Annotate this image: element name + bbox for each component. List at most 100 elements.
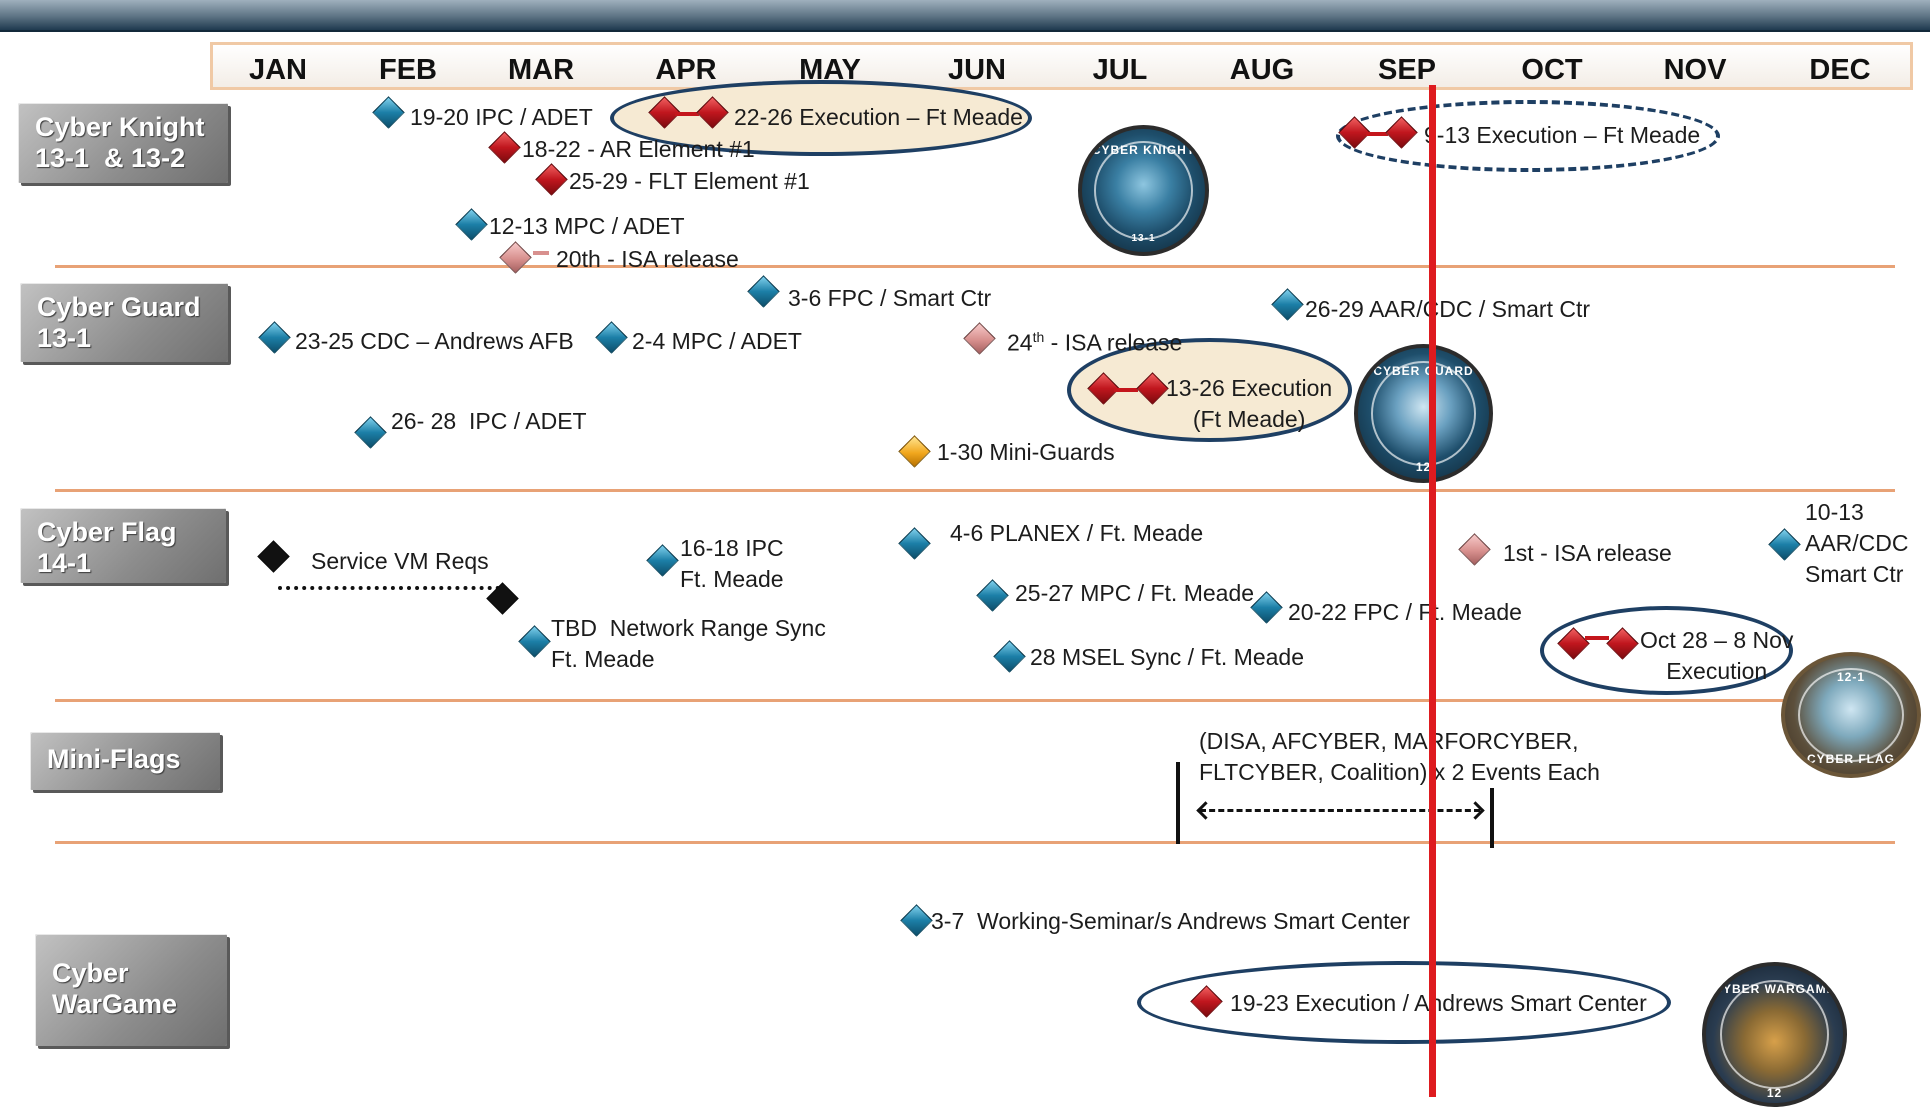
execution-ellipse-dashed: [1336, 100, 1720, 172]
milestone-diamond: [898, 527, 931, 560]
dash-connector: [533, 251, 549, 255]
top-banner: [0, 0, 1930, 32]
milestone-link: [1585, 636, 1609, 640]
milestone-link: [1114, 388, 1138, 392]
month-sep: SEP: [1377, 54, 1437, 86]
milestone-diamond: [1271, 288, 1304, 321]
event-label: 20th - ISA release: [556, 246, 739, 272]
execution-ellipse: [1540, 606, 1793, 695]
row-label-cyber-guard: Cyber Guard 13-1: [20, 283, 228, 362]
row-separator: [55, 841, 1895, 844]
row-separator: [55, 699, 1895, 702]
range-arrow: [1200, 809, 1480, 812]
milestone-diamond: [976, 579, 1009, 612]
milestone-diamond: [257, 540, 290, 573]
milestone-diamond: [900, 904, 933, 937]
dotted-connector: [278, 586, 500, 590]
event-label: 25-27 MPC / Ft. Meade: [1015, 580, 1255, 606]
milestone-diamond: [499, 241, 532, 274]
event-label: 24th - ISA release: [1007, 322, 1182, 359]
event-label: 19-20 IPC / ADET: [410, 104, 593, 130]
event-label: 16-18 IPC Ft. Meade: [680, 535, 784, 592]
month-jan: JAN: [248, 54, 307, 86]
milestone-diamond: [372, 96, 405, 129]
milestone-diamond: [993, 640, 1026, 673]
month-aug: AUG: [1229, 54, 1295, 86]
cyber-wargame-seal-icon: CYBER WARGAME 12: [1702, 962, 1847, 1107]
execution-ellipse: [610, 80, 1032, 156]
event-label: 23-25 CDC – Andrews AFB: [295, 328, 574, 354]
event-label: 2-4 MPC / ADET: [632, 328, 802, 354]
milestone-diamond: [258, 321, 291, 354]
month-mar: MAR: [507, 54, 575, 86]
event-label: 26- 28 IPC / ADET: [391, 408, 587, 434]
row-separator: [55, 489, 1895, 492]
seal-text: 12-1: [1836, 670, 1866, 684]
event-label: Oct 28 – 8 Nov Execution: [1640, 627, 1794, 684]
row-label-mini-flags: Mini-Flags: [30, 732, 220, 790]
milestone-diamond: [595, 321, 628, 354]
event-label: TBD Network Range Sync Ft. Meade: [551, 615, 826, 672]
event-label: 20-22 FPC / Ft. Meade: [1288, 599, 1522, 625]
event-label: 9-13 Execution – Ft Meade: [1424, 122, 1701, 148]
milestone-diamond: [747, 275, 780, 308]
row-label-cyber-knight: Cyber Knight 13-1 & 13-2: [18, 103, 228, 183]
event-label: 13-26 Execution (Ft Meade): [1166, 375, 1333, 432]
event-label-rest: - ISA release: [1044, 329, 1183, 356]
row-separator: [55, 265, 1895, 268]
milestone-diamond: [518, 625, 551, 658]
cyber-guard-seal-icon: CYBER GUARD 12: [1354, 344, 1493, 483]
event-label: 19-23 Execution / Andrews Smart Center: [1230, 990, 1647, 1016]
month-feb: FEB: [379, 54, 437, 86]
month-header-bar: [210, 42, 1913, 90]
month-apr: APR: [655, 54, 717, 86]
month-nov: NOV: [1663, 54, 1727, 86]
event-label: 22-26 Execution – Ft Meade: [734, 104, 1023, 130]
seal-text: 13-1: [1131, 233, 1156, 244]
event-label: 28 MSEL Sync / Ft. Meade: [1030, 644, 1304, 670]
milestone-diamond: [1250, 591, 1283, 624]
seal-text: CYBER WARGAME: [1713, 982, 1836, 996]
event-label: 3-7 Working-Seminar/s Andrews Smart Cent…: [931, 908, 1410, 934]
event-label: 18-22 - AR Element #1: [522, 136, 755, 162]
event-label-superscript: th: [1032, 329, 1045, 345]
milestone-diamond: [1768, 528, 1801, 561]
milestone-diamond: [488, 131, 521, 164]
event-label: Service VM Reqs: [311, 548, 489, 574]
event-label: 25-29 - FLT Element #1: [569, 168, 810, 194]
arrowhead-left-icon: [1196, 801, 1215, 820]
milestone-diamond: [963, 322, 996, 355]
milestone-diamond: [646, 544, 679, 577]
event-label: 3-6 FPC / Smart Ctr: [788, 285, 992, 311]
milestone-link: [1366, 132, 1388, 136]
row-label-cyber-wargame: Cyber WarGame: [35, 934, 227, 1046]
event-label: 10-13 AAR/CDC Smart Ctr: [1805, 499, 1909, 587]
range-bracket: [1176, 762, 1180, 844]
cyber-knight-seal-icon: CYBER KNIGHT 13-1: [1078, 125, 1209, 256]
milestone-link: [675, 112, 699, 116]
milestone-diamond: [455, 208, 488, 241]
seal-text: CYBER GUARD: [1373, 364, 1474, 378]
seal-text: 12: [1415, 460, 1432, 474]
month-dec: DEC: [1809, 54, 1871, 86]
execution-ellipse: [1067, 338, 1352, 442]
arrowhead-right-icon: [1466, 801, 1485, 820]
milestone-diamond: [535, 163, 568, 196]
month-oct: OCT: [1521, 54, 1583, 86]
event-label: (DISA, AFCYBER, MARFORCYBER, FLTCYBER, C…: [1199, 728, 1600, 785]
month-jun: JUN: [947, 54, 1006, 86]
event-label: 1-30 Mini-Guards: [937, 439, 1115, 465]
seal-text: CYBER KNIGHT: [1091, 143, 1196, 157]
seal-text: CYBER FLAG: [1807, 752, 1895, 766]
event-label-day: 24: [1007, 329, 1033, 356]
range-bracket: [1490, 788, 1494, 848]
row-label-cyber-flag: Cyber Flag 14-1: [20, 508, 226, 583]
event-label: 1st - ISA release: [1503, 540, 1672, 566]
event-label: 26-29 AAR/CDC / Smart Ctr: [1305, 296, 1591, 322]
month-jul: JUL: [1092, 54, 1148, 86]
event-label: 4-6 PLANEX / Ft. Meade: [950, 520, 1204, 546]
seal-text: 12: [1766, 1086, 1783, 1100]
execution-ellipse: [1137, 961, 1671, 1044]
milestone-diamond: [354, 416, 387, 449]
event-label: 12-13 MPC / ADET: [489, 213, 685, 239]
